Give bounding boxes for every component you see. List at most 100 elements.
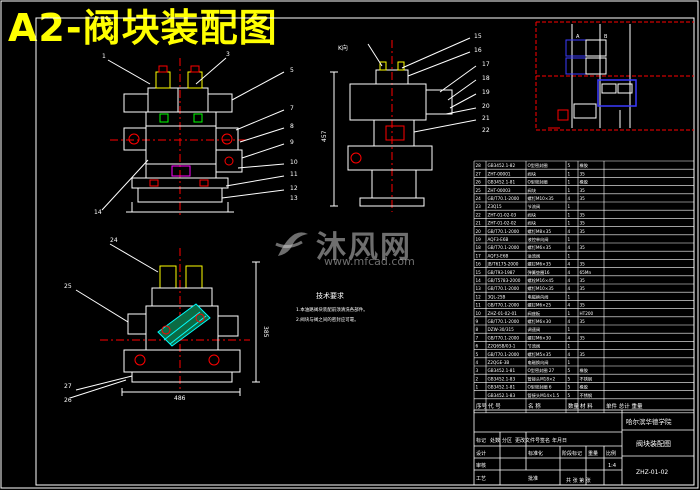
- bom-cell-code: AQF3-E6B: [488, 253, 509, 258]
- bom-cell-code: GB3452.1-82: [488, 163, 516, 168]
- label-13: 13: [290, 195, 298, 202]
- notes-line-2: 2.阀块与阀之间的密封应可靠。: [296, 316, 359, 323]
- bom-cell-code: GB3452.1-81: [488, 368, 516, 373]
- bom-cell-name: 螺钉M10×35: [528, 195, 554, 202]
- bom-cell-name: O型密封圈: [528, 179, 548, 186]
- bom-cell-mat: 35: [580, 229, 586, 234]
- label-8: 8: [290, 123, 294, 130]
- bom-cell-mat: 35: [580, 221, 586, 226]
- tb-mark: 标记: [476, 437, 486, 444]
- watermark: 沐风网 www.mfcad.com: [272, 222, 442, 268]
- bom-cell-no: 12: [476, 294, 482, 299]
- bottom-view-labels: 24 25 26 27 486 385: [64, 237, 269, 404]
- bom-cell-code: ZHT-00001: [488, 171, 511, 176]
- bom-cell-no: 1: [476, 385, 479, 390]
- bom-cell-code: GB3452.1-81: [488, 180, 516, 185]
- watermark-logo-icon: [275, 232, 308, 256]
- bom-cell-no: 2: [476, 376, 479, 381]
- bom-cell-name: 螺钉M10×35: [528, 285, 554, 292]
- bom-cell-code: JB/T6175-2000: [487, 262, 519, 267]
- bom-cell-no: 3: [476, 368, 479, 373]
- bom-cell-name: 螺钉M6×35: [528, 261, 552, 268]
- bom-cell-mat: 35: [580, 212, 586, 217]
- bom-cell-qty: 1: [568, 204, 571, 209]
- bom-cell-qty: 4: [568, 229, 571, 234]
- bom-cell-no: 7: [476, 335, 479, 340]
- bom-cell-mat: 不锈钢: [580, 375, 593, 382]
- bom-cell-no: 11: [476, 303, 482, 308]
- bom-cell-name: 螺钉M6×30: [528, 318, 552, 325]
- bom-cell-mat: 35: [580, 188, 586, 193]
- bom-cell-name: 阀块: [528, 187, 537, 194]
- bom-cell-no: 19: [476, 237, 482, 242]
- bom-cell-code: GB/T70.1-2000: [488, 303, 520, 308]
- tech-notes: 技术要求 1.本油路阀块装配前须清洗各部件。 2.阀块与阀之间的密封应可靠。: [296, 291, 368, 323]
- bom-cell-no: 27: [476, 171, 482, 176]
- tb-review: 审核: [476, 462, 486, 469]
- hydraulic-schematic: [535, 21, 694, 131]
- bom-cell-name: 节流阀: [528, 343, 541, 350]
- bom-cell-name: O型密封圈 27: [528, 367, 555, 374]
- bom-cell-qty: 5: [568, 385, 571, 390]
- bom-cell-qty: 1: [568, 360, 571, 365]
- drawing-title: A2-阀块装配图: [8, 6, 278, 50]
- bom-cell-code: DZW-30/315: [488, 327, 515, 332]
- label-5: 5: [290, 67, 294, 74]
- bom-cell-qty: 1: [568, 180, 571, 185]
- schematic-label-b: B: [604, 34, 608, 40]
- bom-cell-name: 溢流阀: [528, 252, 541, 259]
- bom-cell-mat: 橡胶: [580, 162, 588, 169]
- title-block: [473, 409, 695, 486]
- bom-cell-qty: 4: [568, 319, 571, 324]
- front-view: [101, 57, 285, 215]
- bom-cell-mat: 35: [580, 319, 586, 324]
- label-17: 17: [482, 61, 490, 68]
- bom-cell-name: 调速阀: [528, 326, 541, 333]
- tb-standard: 标准化: [528, 450, 543, 457]
- bom-header-note: 单件 总计 重量: [606, 402, 643, 410]
- label-16: 16: [474, 47, 482, 54]
- bom-cell-code: AQF3-E6B: [488, 237, 509, 242]
- label-27: 27: [64, 383, 72, 390]
- bom-cell-no: 28: [476, 163, 482, 168]
- tb-zone: 分区: [502, 437, 512, 444]
- title-block-text: 标记 处数 分区 更改文件号 签名 年月日 设计 标准化 审核 工艺 批准 阶段…: [476, 417, 672, 484]
- bom-cell-mat: 35: [580, 303, 586, 308]
- bom-cell-qty: 1: [568, 327, 571, 332]
- tb-date: 年月日: [552, 437, 567, 444]
- bom-cell-no: 18: [476, 245, 482, 250]
- bom-cell-mat: 35: [580, 278, 586, 283]
- bom-cell-name: 液控单向阀: [528, 236, 549, 243]
- label-21: 21: [482, 115, 490, 122]
- label-22: 22: [482, 127, 490, 134]
- bom-cell-no: 20: [476, 229, 482, 234]
- bom-cell-name: 电磁换向阀: [528, 359, 549, 366]
- bom-cell-code: GB3452.1-83: [488, 393, 516, 398]
- bom-cell-no: 22: [476, 212, 482, 217]
- bom-cell-name: 螺栓M16×45: [528, 277, 554, 284]
- bom-cell-code: GB/T5783-2000: [488, 278, 521, 283]
- bom-cell-code: Z2Q6SB/03-1: [488, 344, 516, 349]
- bom-cell-mat: 35: [580, 262, 586, 267]
- bom-cell-qty: 4: [568, 270, 571, 275]
- label-10: 10: [290, 159, 298, 166]
- bom-cell-no: 5: [476, 352, 479, 357]
- bom-cell-name: 阀块: [528, 211, 537, 218]
- watermark-brand: 沐风网: [316, 230, 412, 265]
- bom-cell-qty: 1: [568, 188, 571, 193]
- bom-cell-name: 管接头M18×2: [528, 375, 556, 382]
- bom-cell-code: GB/T70.1-2000: [488, 335, 520, 340]
- bom-cell-code: GB/T70.1-2000: [488, 229, 520, 234]
- bom-cell-name: 弹簧垫圈16: [528, 269, 550, 276]
- label-7: 7: [290, 105, 294, 112]
- bottom-view: [69, 243, 260, 399]
- bom-header-mat: 材 料: [580, 402, 593, 410]
- tb-process: 工艺: [476, 476, 486, 482]
- bom-cell-no: 13: [476, 286, 482, 291]
- tb-drawing-name: 阀块装配图: [636, 439, 671, 448]
- bom-cell-qty: 4: [568, 278, 571, 283]
- schematic-label-a: A: [576, 34, 580, 40]
